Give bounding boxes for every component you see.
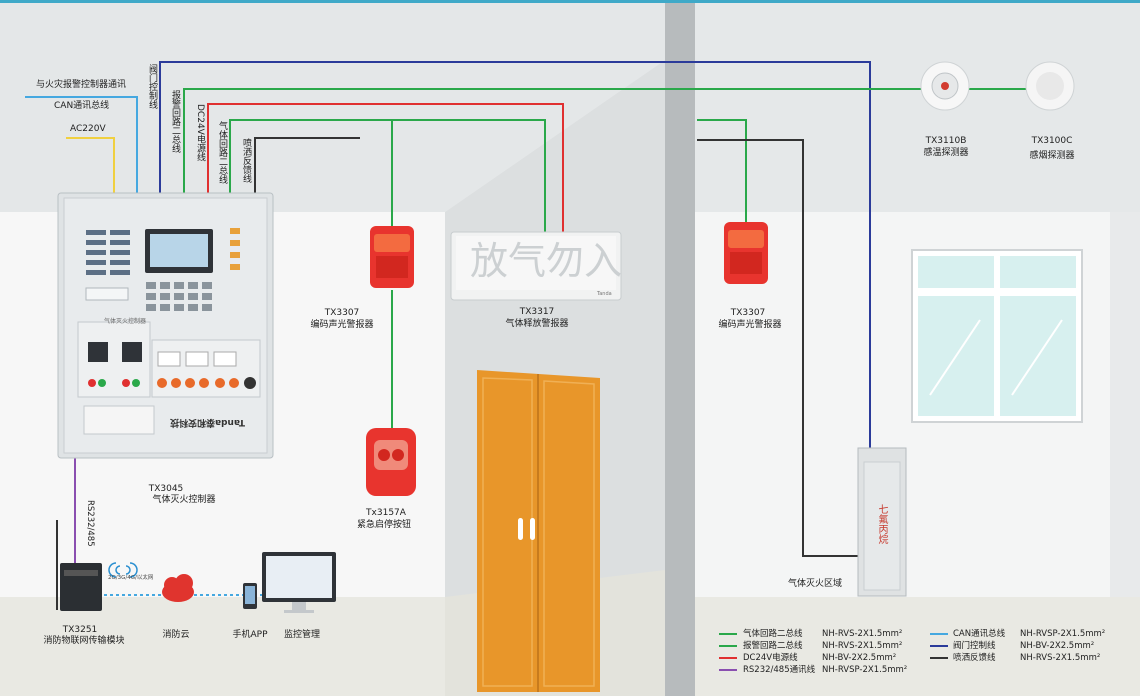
- cloud-name: 消防云: [162, 630, 190, 640]
- legend-name: DC24V电源线: [743, 653, 798, 663]
- monitor-name: 监控管理: [283, 630, 321, 640]
- controller-model: TX3045: [148, 484, 184, 494]
- sound-light-alarm-1: [370, 226, 414, 288]
- signal-icon: [108, 562, 138, 578]
- network-label: 2G/3G/4G/以太网: [108, 575, 154, 581]
- release-sign-text: 放气勿入: [470, 239, 623, 283]
- legend-spec: NH-BV-2X2.5mm²: [1020, 641, 1095, 651]
- controller-name: 气体灭火控制器: [152, 495, 216, 505]
- label-fire-alarm-comm: 与火灾报警控制器通讯: [36, 80, 127, 90]
- legend-spec: NH-RVS-2X1.5mm²: [822, 641, 903, 651]
- label-gas-loop: 气体回路二总线: [217, 121, 227, 184]
- button-name: 紧急启停按钮: [356, 520, 412, 530]
- release-sign-brand: Tanda: [597, 291, 612, 297]
- legend-spec: NH-BV-2X2.5mm²: [822, 653, 897, 663]
- legend-name: 气体回路二总线: [743, 629, 803, 639]
- sound-light-alarm-2: [724, 222, 768, 284]
- heat-detector-name: 感温探测器: [923, 148, 969, 158]
- cloud-icon: [162, 574, 194, 602]
- smoke-detector-name: 感烟探测器: [1029, 151, 1075, 161]
- iot-model: TX3251: [62, 625, 98, 635]
- wires: [25, 61, 1030, 596]
- release-sign-model: TX3317: [519, 307, 555, 317]
- window: [911, 249, 1083, 423]
- alarm2-name: 编码声光警报器: [718, 320, 782, 330]
- label-valve-ctrl: 阀门控制线: [147, 64, 157, 109]
- gas-release-sign: [450, 231, 622, 301]
- heat-detector: [920, 61, 970, 111]
- alarm2-model: TX3307: [730, 308, 766, 318]
- fire-cylinder-cabinet: [857, 447, 907, 597]
- legend-name: 阀门控制线: [953, 641, 996, 651]
- zone-label: 气体灭火区域: [788, 579, 843, 589]
- legend-spec: NH-RVSP-2X1.5mm²: [822, 665, 908, 675]
- release-sign-name: 气体释放警报器: [505, 319, 569, 329]
- smoke-detector-model: TX3100C: [1031, 136, 1073, 146]
- phone-icon: [243, 583, 257, 609]
- emergency-stop-button: [366, 428, 416, 496]
- phone-name: 手机APP: [232, 630, 268, 640]
- iot-name: 消防物联网传输模块: [43, 636, 125, 646]
- legend-name: 报警回路二总线: [743, 641, 803, 651]
- rs485-label: RS232/485: [85, 500, 95, 547]
- controller-panel-title: 气体灭火控制器: [104, 318, 147, 325]
- door: [477, 370, 600, 692]
- iot-module: [56, 520, 102, 611]
- alarm1-model: TX3307: [324, 308, 360, 318]
- alarm1-name: 编码声光警报器: [310, 320, 374, 330]
- legend-name: RS232/485通讯线: [743, 665, 816, 675]
- label-can-bus: CAN通讯总线: [54, 101, 110, 111]
- gas-controller: [57, 192, 274, 459]
- legend-lines: [719, 633, 948, 671]
- label-ac220: AC220V: [70, 124, 106, 134]
- legend-name: CAN通讯总线: [953, 629, 1006, 639]
- button-model: Tx3157A: [366, 508, 406, 518]
- monitor-icon: [262, 552, 336, 613]
- legend-spec: NH-RVSP-2X1.5mm²: [1020, 629, 1106, 639]
- label-spray-feedback: 喷洒反馈线: [241, 138, 251, 183]
- label-dc24: DC24V电源线: [195, 104, 205, 162]
- legend-spec: NH-RVS-2X1.5mm²: [822, 629, 903, 639]
- heat-detector-model: TX3110B: [925, 136, 967, 146]
- smoke-detector: [1025, 61, 1075, 111]
- legend-name: 喷洒反馈线: [953, 653, 996, 663]
- controller-brand: Tanda泰和安科技: [170, 417, 245, 427]
- legend-spec: NH-RVS-2X1.5mm²: [1020, 653, 1101, 663]
- label-alarm-loop: 报警回路二总线: [170, 90, 180, 153]
- cylinder-text: 七氟丙烷: [876, 504, 887, 544]
